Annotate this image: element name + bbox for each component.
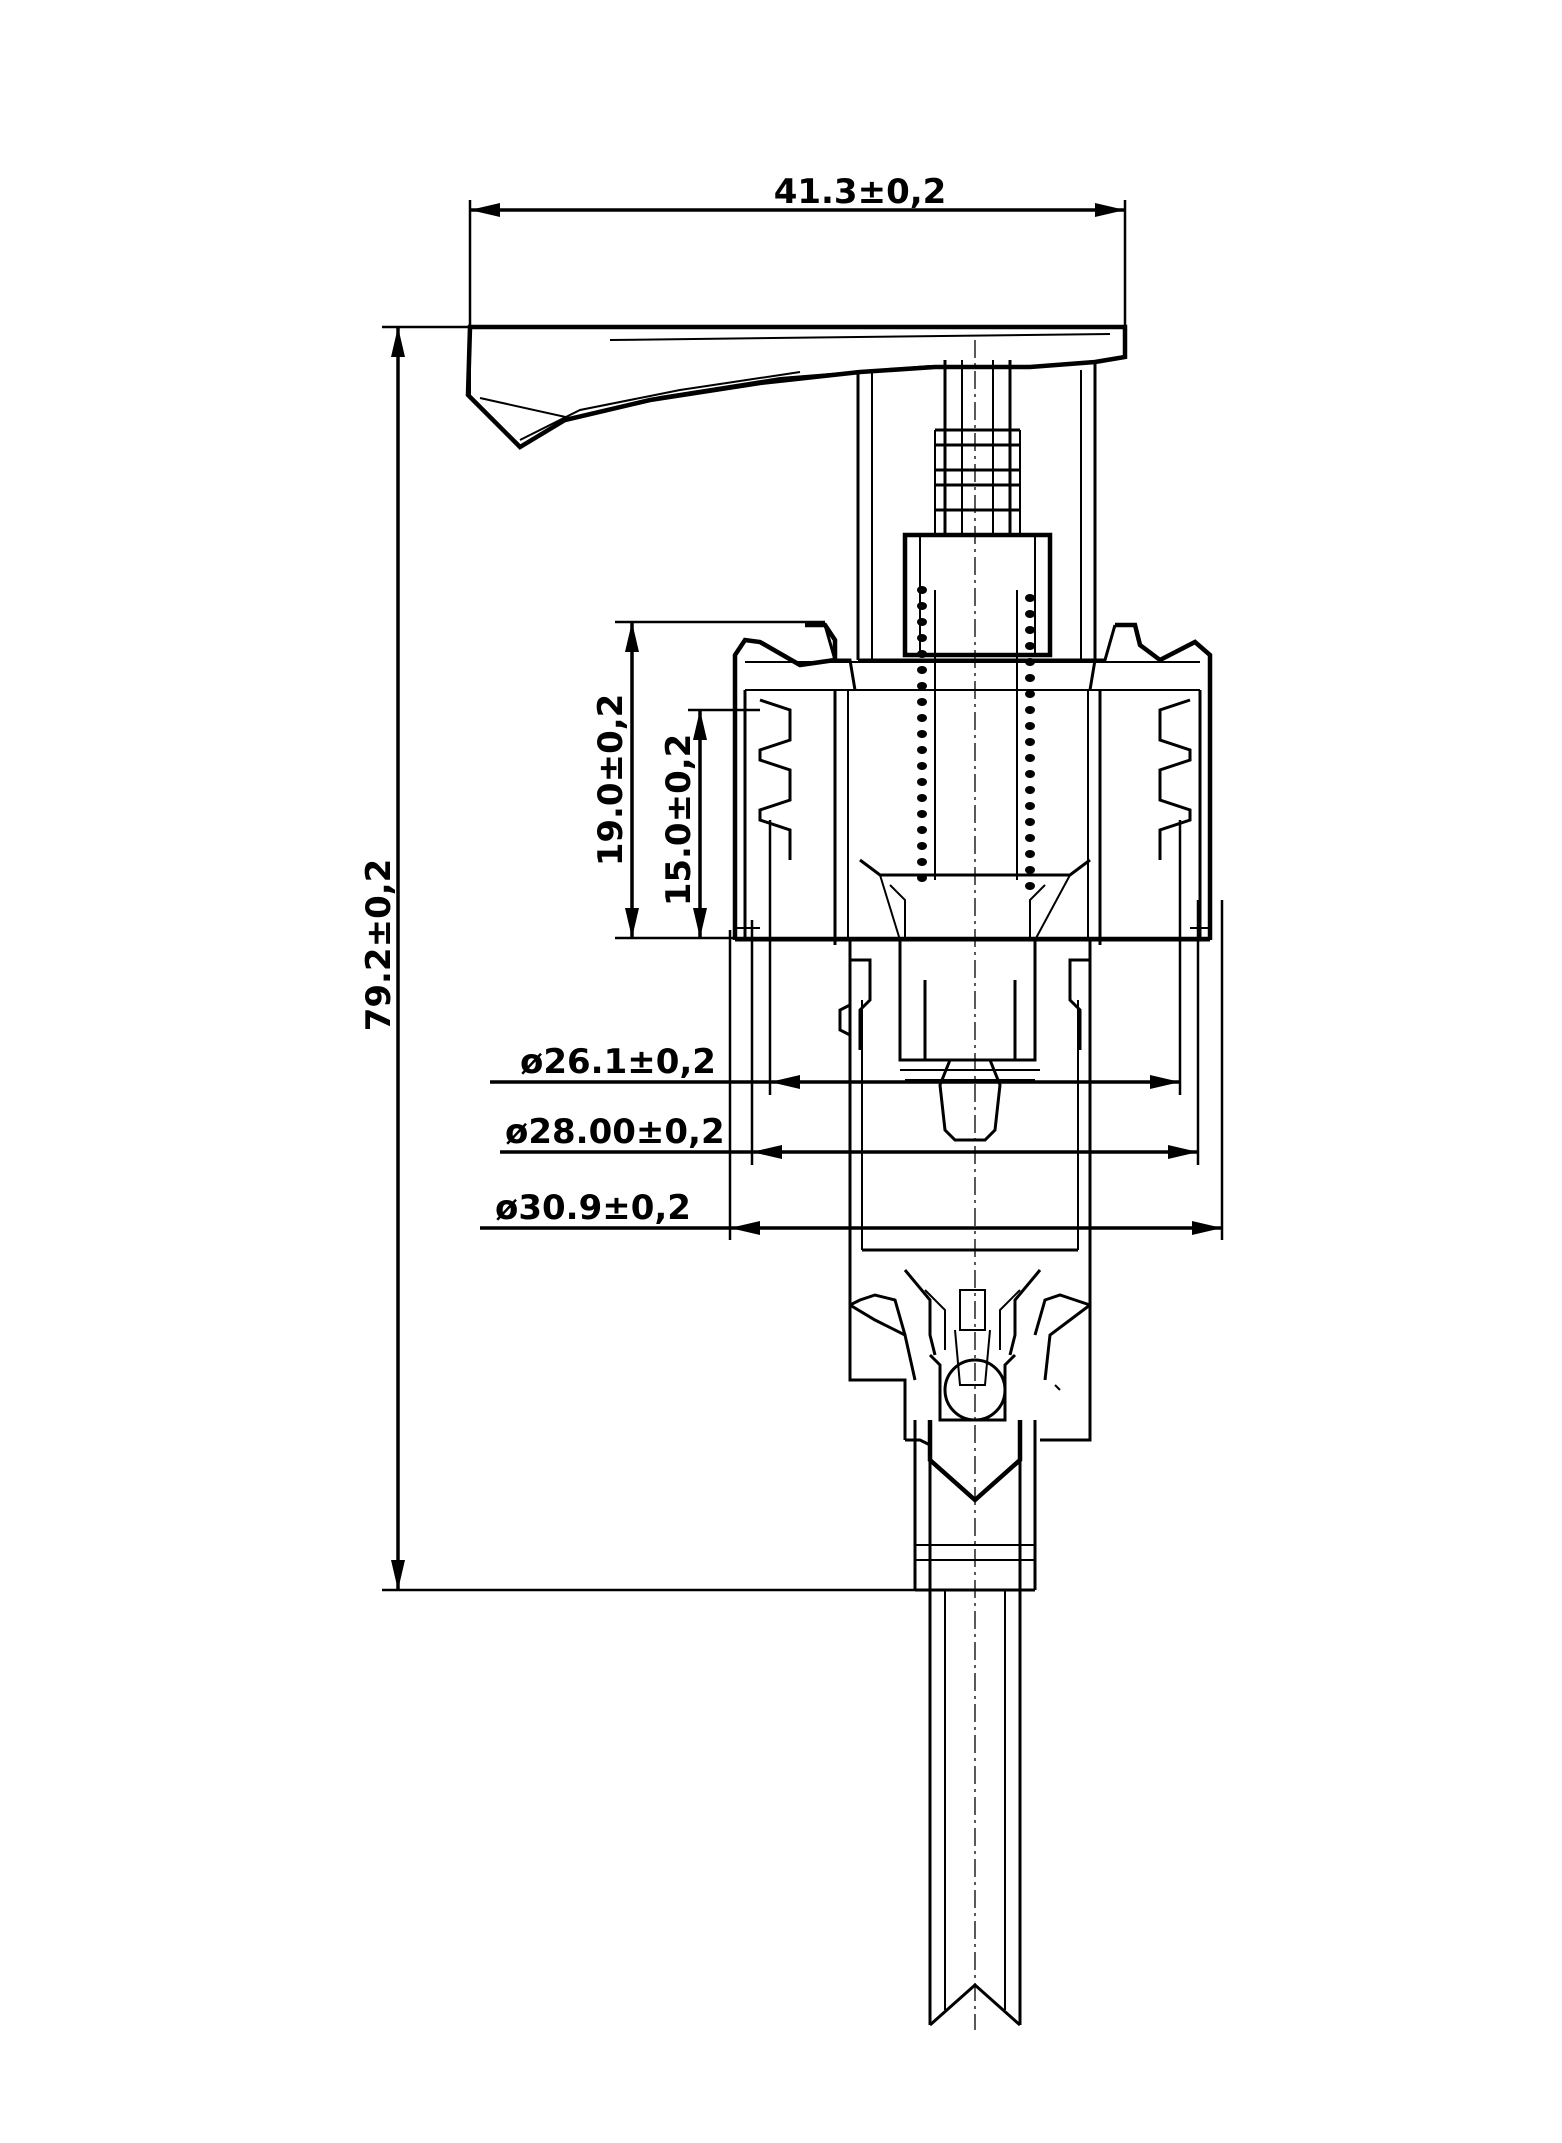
spring-coil xyxy=(917,810,927,818)
closure-cap xyxy=(732,622,1213,945)
thread-outer-diameter-label: ø28.00±0,2 xyxy=(505,1112,725,1152)
dimension-thread-outer-diameter: ø28.00±0,2 xyxy=(500,900,1200,1165)
dimension-thread-height: 15.0±0,2 xyxy=(659,708,760,938)
spring-coil xyxy=(917,858,927,866)
spring-coil xyxy=(917,650,927,658)
thread-height-label: 15.0±0,2 xyxy=(659,734,699,907)
spring-coil xyxy=(1025,802,1035,810)
spring-coil xyxy=(917,666,927,674)
spring-coil xyxy=(917,634,927,642)
spring-coil xyxy=(1025,642,1035,650)
spring-coil xyxy=(1025,770,1035,778)
top-width-label: 41.3±0,2 xyxy=(774,172,947,212)
spring-coil xyxy=(1025,626,1035,634)
spring-coil xyxy=(917,794,927,802)
spring-coil xyxy=(1025,818,1035,826)
actuator-head xyxy=(465,324,1128,662)
spring-coil xyxy=(1025,594,1035,602)
spring-coil xyxy=(1025,882,1035,890)
spring-coil xyxy=(917,746,927,754)
pump-stem xyxy=(902,360,1053,658)
spring-coil xyxy=(917,714,927,722)
spring-coil xyxy=(1025,610,1035,618)
dip-tube xyxy=(915,1588,1035,2027)
dimension-overall-height: 79.2±0,2 xyxy=(359,325,950,1592)
spring xyxy=(917,586,1035,890)
spring-coil xyxy=(1025,738,1035,746)
spring-coil xyxy=(1025,674,1035,682)
spring-coil xyxy=(917,842,927,850)
spring-coil xyxy=(917,778,927,786)
spring-coil xyxy=(1025,754,1035,762)
cap-outer-diameter-label: ø30.9±0,2 xyxy=(495,1188,691,1228)
spring-coil xyxy=(917,586,927,594)
spring-coil xyxy=(1025,690,1035,698)
spring-coil xyxy=(1025,786,1035,794)
spring-coil xyxy=(917,730,927,738)
spring-coil xyxy=(1025,706,1035,714)
spring-coil xyxy=(1025,834,1035,842)
overall-height-label: 79.2±0,2 xyxy=(359,859,399,1032)
thread-inner-diameter-label: ø26.1±0,2 xyxy=(520,1042,716,1082)
dimension-thread-inner-diameter: ø26.1±0,2 xyxy=(490,820,1182,1095)
spring-coil xyxy=(917,762,927,770)
spring-coil xyxy=(917,682,927,690)
pump-body xyxy=(838,858,1092,1590)
spring-coil xyxy=(1025,850,1035,858)
cap-height-label: 19.0±0,2 xyxy=(591,694,631,867)
spring-coil xyxy=(917,602,927,610)
spring-coil xyxy=(917,826,927,834)
spring-coil xyxy=(1025,866,1035,874)
spring-coil xyxy=(917,698,927,706)
dimension-cap-outer-diameter: ø30.9±0,2 xyxy=(480,900,1224,1240)
dimension-top-width: 41.3±0,2 xyxy=(468,172,1127,330)
dimension-cap-height: 19.0±0,2 xyxy=(591,620,1210,940)
spring-coil xyxy=(1025,722,1035,730)
spring-coil xyxy=(917,618,927,626)
